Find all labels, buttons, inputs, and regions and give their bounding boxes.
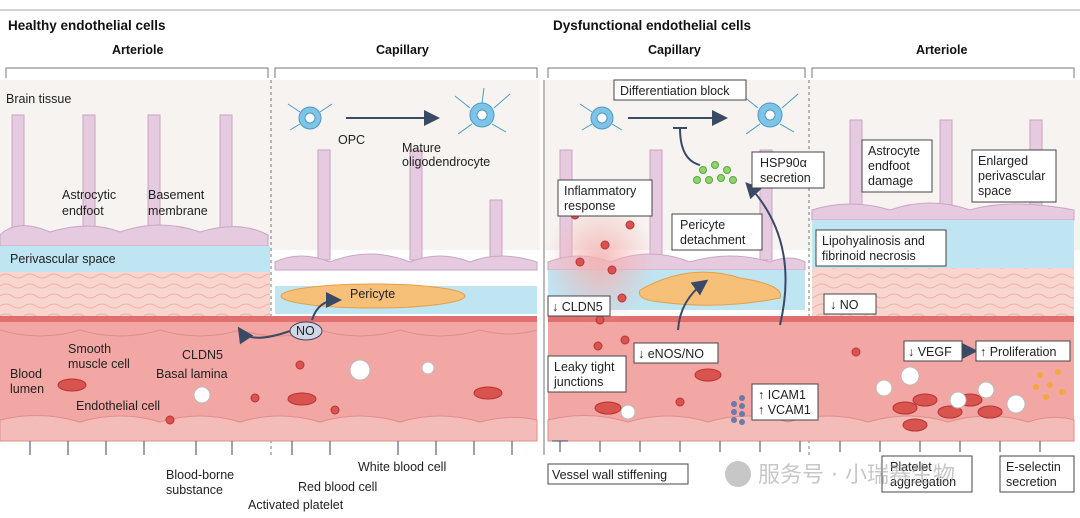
dys-capillary-header: Capillary [648,43,701,57]
dysfunctional-panel: Dysfunctional endothelial cells Capillar… [543,18,1080,493]
vcam1-label: ↑ VCAM1 [758,403,811,417]
vegf-down-label: ↓ VEGF [908,345,952,359]
inflammatory-label-1: Inflammatory [564,184,637,198]
enlarged-label-3: space [978,184,1011,198]
no-down-label: ↓ NO [830,298,859,312]
astrocyte-endfeet [0,114,538,271]
watermark-text: 服务号 · 小瑞赛生物 [758,463,955,488]
pericyte-detachment-label-2: detachment [680,233,746,247]
perivascular-label: Perivascular space [10,252,116,266]
arteriole-bracket [5,67,269,78]
hsp90-label-1: HSP90α [760,156,807,170]
healthy-panel: Healthy endothelial cells Arteriole Capi… [0,18,540,512]
endothelial-label: Endothelial cell [76,399,160,413]
astrocytic-label-2: endfoot [62,204,104,218]
red-blood-cell-label: Red blood cell [298,480,377,494]
astrocyte-label-3: damage [868,174,913,188]
opc-cell [287,103,333,131]
watermark: 服务号 · 小瑞赛生物 [725,461,955,488]
proliferation-up-label: ↑ Proliferation [980,345,1056,359]
basal-lamina-label: Basal lamina [156,367,228,381]
blood-borne-label-2: substance [166,483,223,497]
brain-tissue-label: Brain tissue [6,92,71,106]
differentiation-block-label: Differentiation block [620,84,730,98]
capillary-bracket [274,67,538,78]
enlarged-label-1: Enlarged [978,154,1028,168]
eselectin-label-2: secretion [1006,475,1057,489]
no-label: NO [296,324,315,338]
detached-pericyte [638,271,781,306]
astrocyte-label-2: endfoot [868,159,910,173]
white-blood-cell-label: White blood cell [358,460,446,474]
perivascular-space [0,246,270,272]
astrocytic-label-1: Astrocytic [62,188,116,202]
mature-label-2: oligodendrocyte [402,155,490,169]
pericyte-label: Pericyte [350,287,395,301]
eselectin-label-1: E-selectin [1006,460,1061,474]
cldn5-label: CLDN5 [182,348,223,362]
healthy-title: Healthy endothelial cells [8,18,166,33]
leaky-label-2: junctions [553,375,603,389]
dysfunctional-title: Dysfunctional endothelial cells [553,18,751,33]
white-blood-cells [193,359,435,404]
smooth-muscle-label-2: muscle cell [68,357,130,371]
leaky-label-1: Leaky tight [554,360,615,374]
healthy-capillary-header: Capillary [376,43,429,57]
pericyte-detachment-label-1: Pericyte [680,218,725,232]
basement-label-2: membrane [148,204,208,218]
red-blood-cells [57,360,503,425]
smooth-muscle-layer [0,272,270,316]
mature-label-1: Mature [402,141,441,155]
enlarged-label-2: perivascular [978,169,1045,183]
mature-oligodendrocyte [454,87,511,135]
opc-label: OPC [338,133,365,147]
blood-borne-label-1: Blood-borne [166,468,234,482]
activated-platelet-label: Activated platelet [248,498,344,512]
blood-lumen-label-2: lumen [10,382,44,396]
cldn5-down-label: ↓ CLDN5 [552,300,603,314]
enos-down-label: ↓ eNOS/NO [638,347,704,361]
blood-lumen-label-1: Blood [10,367,42,381]
astrocyte-label-1: Astrocyte [868,144,920,158]
platelet-label-1: Platelet [890,460,932,474]
inflammatory-label-2: response [564,199,615,213]
healthy-arteriole-header: Arteriole [112,43,163,57]
differentiation-block-box [613,79,747,101]
basal-arrows [29,441,513,455]
hsp90-dots [693,161,737,184]
dys-arteriole-header: Arteriole [916,43,967,57]
platelet-label-2: aggregation [890,475,956,489]
smooth-muscle-label-1: Smooth [68,342,111,356]
lipo-label-2: fibrinoid necrosis [822,249,916,263]
hsp90-label-2: secretion [760,171,811,185]
icam1-label: ↑ ICAM1 [758,388,806,402]
vessel-wall-label: Vessel wall stiffening [552,468,667,482]
lipo-label-1: Lipohyalinosis and [822,234,925,248]
basement-label-1: Basement [148,188,205,202]
